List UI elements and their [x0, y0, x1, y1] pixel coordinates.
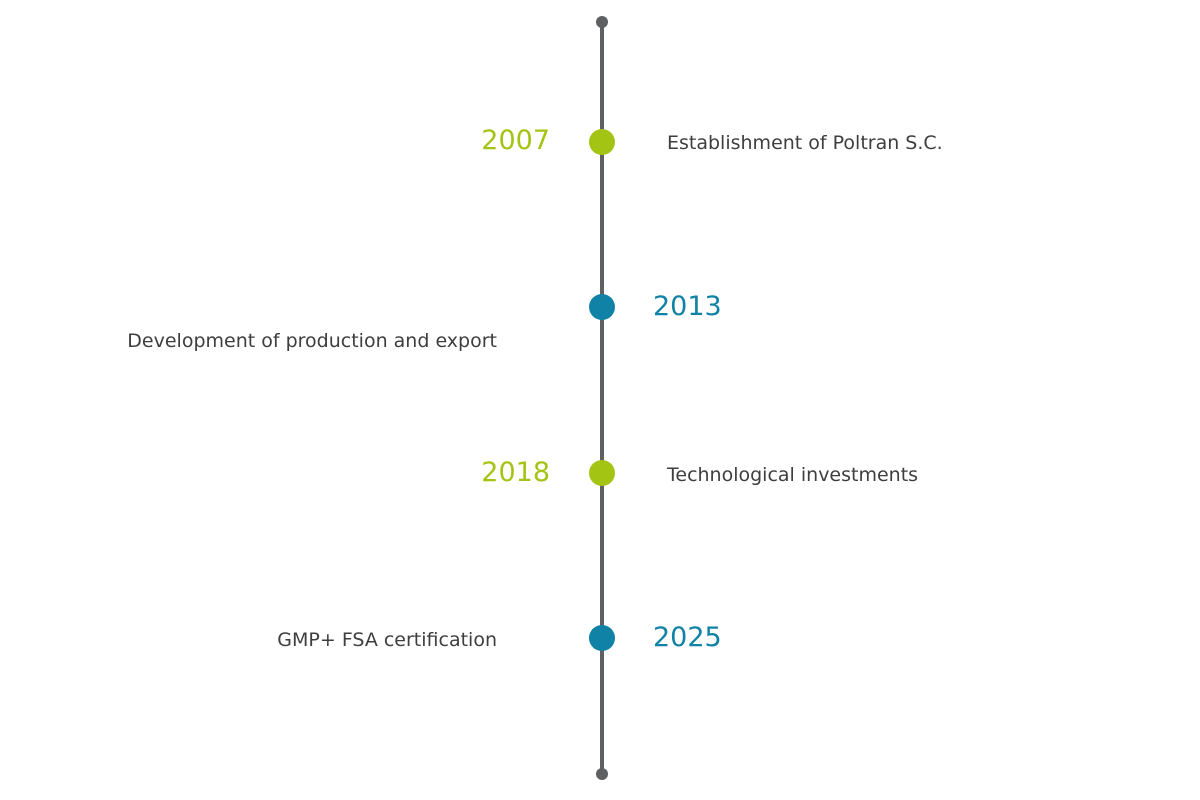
timeline-node-2013: [589, 294, 615, 320]
timeline-year-2018: 2018: [481, 457, 550, 488]
timeline-node-2007: [589, 129, 615, 155]
timeline-year-2007: 2007: [481, 125, 550, 156]
timeline-year-2025: 2025: [653, 622, 722, 653]
timeline-description-2013: Development of production and export: [127, 330, 497, 352]
timeline-end-cap: [596, 768, 608, 780]
timeline-start-cap: [596, 16, 608, 28]
timeline-year-2013: 2013: [653, 291, 722, 322]
timeline-description-2018: Technological investments: [667, 464, 919, 486]
timeline-axis-line: [600, 22, 604, 774]
timeline-node-2025: [589, 625, 615, 651]
timeline-description-2007: Establishment of Poltran S.C.: [667, 132, 943, 154]
timeline-node-2018: [589, 460, 615, 486]
timeline-description-2025: GMP+ FSA certification: [277, 629, 497, 651]
